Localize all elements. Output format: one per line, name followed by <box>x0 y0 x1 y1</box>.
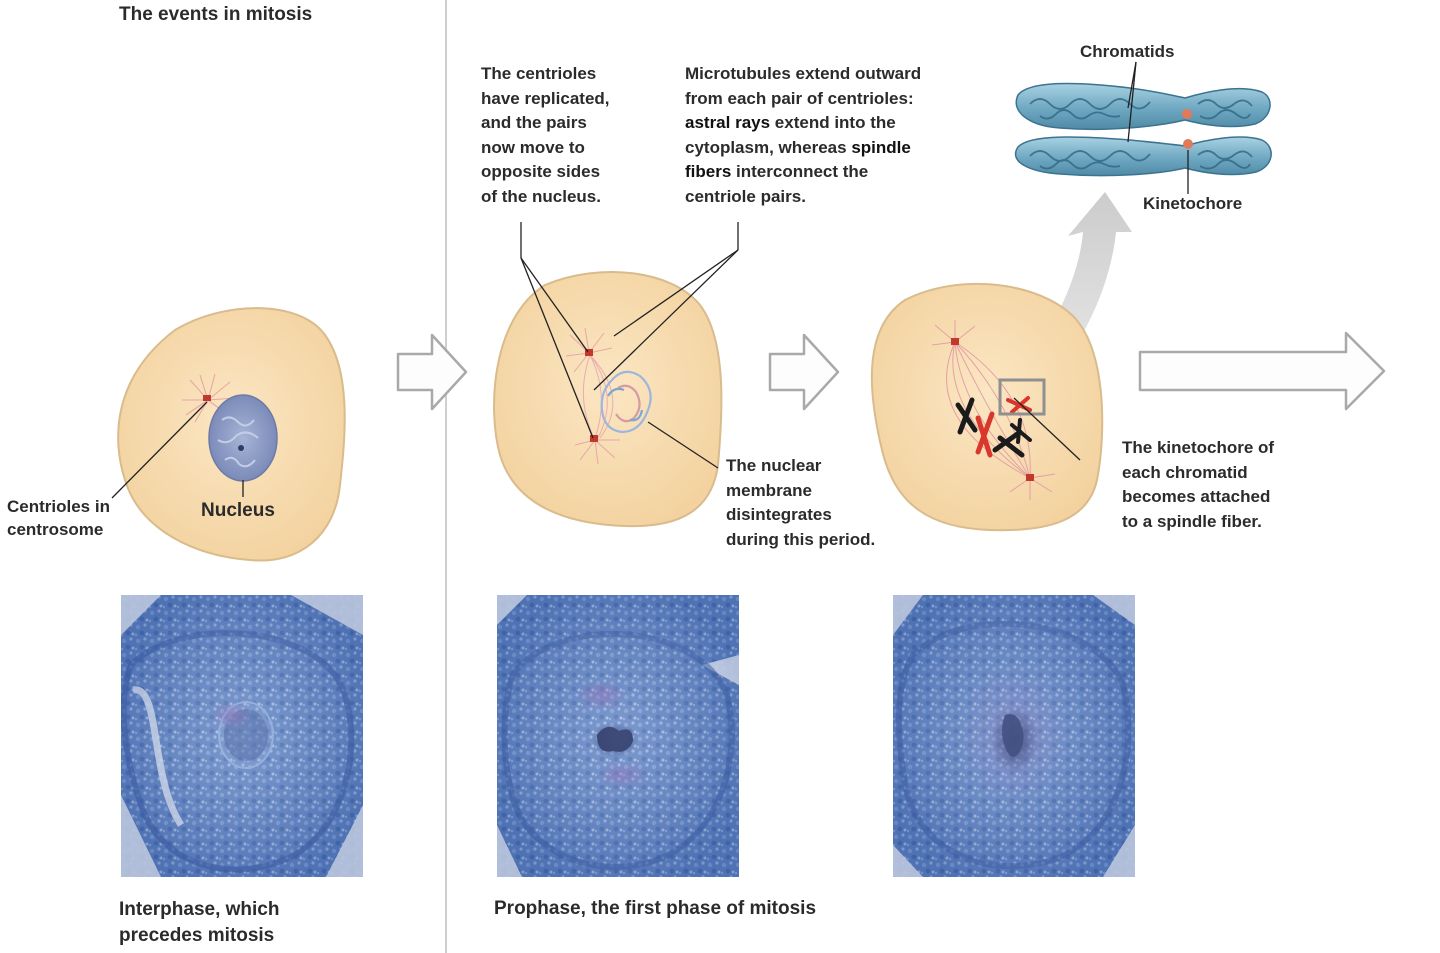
prophase-caption: Prophase, the first phase of mitosis <box>494 898 817 919</box>
arrow-3 <box>1138 331 1386 411</box>
chromosomes <box>955 396 1032 458</box>
kinetochore-dot <box>1182 109 1192 119</box>
arrow-1 <box>396 333 468 411</box>
microtubules-label: Microtubules extend outward from each pa… <box>685 64 922 206</box>
kinetochore-dot <box>1183 139 1193 149</box>
interphase-caption: Interphase, which precedes mitosis <box>119 899 280 946</box>
figure-title: The events in mitosis <box>119 4 313 25</box>
micrograph-prophase <box>497 595 739 877</box>
zoom-box <box>998 378 1046 416</box>
centrioles-in-centrosome-label: Centrioles in centrosome <box>7 497 110 539</box>
spindle-term: spindle <box>851 137 911 157</box>
disintegrating-nucleus <box>600 370 652 434</box>
interphase-cell <box>111 307 346 562</box>
zoom-callout-arrow <box>1010 192 1132 388</box>
kinetochore-attached-label: The kinetochore of each chromatid become… <box>1122 438 1275 531</box>
chromatid-pair <box>1015 61 1272 194</box>
prometaphase-cell <box>870 282 1104 532</box>
arrow-2 <box>768 333 840 411</box>
micrograph-interphase <box>121 595 363 877</box>
centriole <box>203 395 211 401</box>
micrograph-prometaphase <box>893 595 1135 877</box>
astral-rays-term: astral rays <box>685 113 771 132</box>
nuclear-membrane-label: The nuclear membrane disintegrates durin… <box>726 456 876 549</box>
nucleus <box>208 394 278 482</box>
nucleus-label: Nucleus <box>201 500 275 521</box>
kinetochore-label: Kinetochore <box>1143 194 1243 213</box>
prophase-cell <box>493 222 739 528</box>
fibers-term: fibers <box>685 162 732 181</box>
centrioles-replicated-label: The centrioles have replicated, and the … <box>481 64 610 206</box>
chromatids-label: Chromatids <box>1080 42 1175 61</box>
